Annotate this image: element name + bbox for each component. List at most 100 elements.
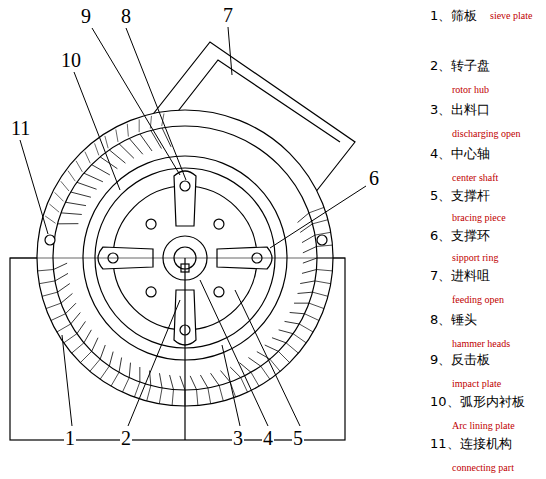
part-name-en: sipport ring	[452, 252, 498, 264]
leader-lines	[20, 27, 366, 426]
hatch-stroke	[302, 270, 317, 274]
callout-number: 10	[60, 50, 82, 70]
hatch-stroke	[80, 351, 91, 362]
part-name-en: sieve plate	[490, 10, 532, 22]
hatch-stroke	[303, 258, 317, 263]
hatch-stroke	[248, 358, 260, 367]
hatch-stroke	[61, 181, 69, 191]
hatch-stroke	[190, 376, 196, 390]
hatch-stroke	[57, 284, 69, 293]
hatch-stroke	[170, 375, 174, 390]
bracing-piece	[214, 287, 224, 297]
hatch-stroke	[172, 389, 173, 405]
hatch-stroke	[84, 173, 103, 182]
hatch-stroke	[139, 119, 140, 132]
hatch-stroke	[61, 293, 73, 303]
part-name: 2、转子盘	[430, 58, 490, 74]
hatch-stroke	[57, 324, 71, 332]
hatch-stroke	[51, 314, 66, 321]
part-name-en: discharging open	[452, 128, 520, 140]
hatch-stroke	[127, 124, 128, 137]
hatch-stroke	[39, 281, 55, 284]
bracing-piece	[146, 219, 156, 229]
hatch-stroke	[105, 136, 108, 148]
hatch-stroke	[251, 372, 259, 386]
hatch-stroke	[84, 330, 92, 343]
hatch-stroke	[95, 143, 99, 155]
hatch-stroke	[76, 161, 82, 172]
hatch-stroke	[293, 334, 306, 343]
hatch-stroke	[316, 270, 332, 271]
hatch-stroke	[302, 235, 315, 243]
hatch-stroke	[122, 378, 129, 393]
hatch-stroke	[278, 351, 289, 362]
connecting-part	[317, 235, 327, 245]
callout-number: 11	[10, 118, 31, 138]
part-name-en: impact plate	[452, 378, 501, 390]
hatch-stroke	[279, 330, 294, 334]
hatch-stroke	[230, 367, 241, 378]
hatch-stroke	[309, 303, 324, 308]
hatch-stroke	[290, 312, 305, 313]
part-name: 11、连接机构	[430, 436, 512, 452]
hatch-stroke	[300, 224, 312, 233]
hatch-stroke	[54, 263, 68, 269]
hatch-stroke	[313, 292, 328, 296]
hatch-stroke	[57, 223, 78, 224]
hatch-stroke	[61, 213, 82, 215]
hammer-head	[174, 171, 196, 226]
hatch-stroke	[313, 220, 328, 224]
part-name-en: feeding open	[452, 294, 504, 306]
part-name: 6、支撑环	[430, 228, 490, 244]
hatch-stroke	[65, 202, 86, 205]
hatch-stroke	[109, 150, 125, 163]
part-name: 10、弧形内衬板	[430, 394, 525, 410]
hatch-stroke	[100, 157, 117, 169]
connecting-part	[45, 235, 55, 245]
hatch-stroke	[55, 192, 64, 201]
hatch-stroke	[38, 270, 54, 271]
part-name: 3、出料口	[430, 102, 490, 118]
hatch-stroke	[77, 182, 97, 189]
hatch-stroke	[219, 386, 223, 401]
part-name-en: rotor hub	[452, 84, 489, 96]
hatch-stroke	[85, 152, 90, 164]
hatch-stroke	[294, 303, 309, 304]
hatch-stroke	[286, 343, 298, 353]
hatch-stroke	[109, 352, 113, 367]
callout-number: 3	[232, 428, 244, 448]
hatch-stroke	[316, 245, 332, 246]
callout-number: 9	[80, 6, 92, 26]
hatch-stroke	[151, 130, 162, 148]
callout-number: 4	[262, 428, 274, 448]
part-name: 4、中心轴	[430, 146, 490, 162]
hatch-stroke	[208, 388, 211, 404]
bracing-piece	[146, 287, 156, 297]
hatch-stroke	[197, 389, 198, 405]
hatch-stroke	[303, 246, 317, 252]
bracing-piece	[214, 219, 224, 229]
part-name: 5、支撑杆	[430, 188, 490, 204]
hatch-stroke	[116, 129, 118, 142]
hatch-stroke	[77, 321, 86, 333]
hatch-stroke	[111, 372, 119, 386]
hatch-stroke	[46, 303, 61, 308]
part-name: 1、筛板	[430, 8, 477, 24]
hatch-stroke	[299, 324, 313, 332]
hatch-stroke	[180, 376, 185, 390]
hatch-stroke	[140, 134, 152, 151]
hatch-stroke	[309, 207, 324, 212]
hatch-stroke	[64, 334, 77, 343]
hatch-stroke	[45, 216, 55, 223]
hatch-stroke	[139, 367, 140, 382]
hatch-stroke	[42, 292, 57, 296]
hatch-stroke	[298, 292, 313, 293]
hatch-stroke	[55, 273, 68, 281]
hatch-stroke	[159, 373, 162, 388]
hatch-stroke	[261, 366, 270, 379]
hatch-stroke	[68, 171, 75, 181]
hatch-stroke	[49, 204, 59, 212]
hatch-stroke	[92, 338, 98, 352]
hatch-stroke	[71, 312, 81, 324]
